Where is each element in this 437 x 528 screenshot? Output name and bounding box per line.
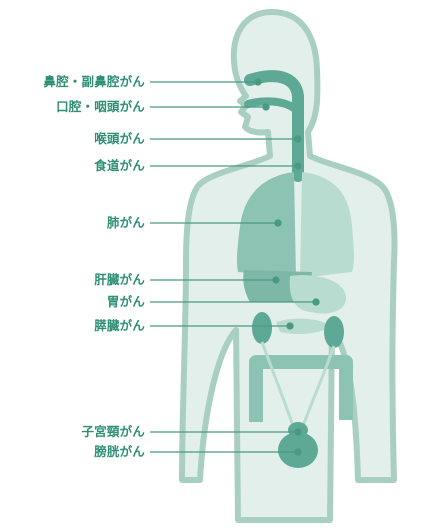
label-larynx: 喉頭がん	[94, 131, 145, 147]
leader-dot-esophagus	[295, 163, 301, 169]
leader-dot-lung	[275, 220, 281, 226]
leader-dot-cervix	[295, 429, 301, 435]
leader-dot-oral	[263, 104, 269, 110]
label-bladder: 膀胱がん	[94, 444, 145, 460]
label-esophagus: 食道がん	[94, 158, 145, 174]
label-lung: 肺がん	[107, 215, 145, 231]
leader-dot-stomach	[313, 299, 319, 305]
label-oral: 口腔・咽頭がん	[56, 99, 145, 115]
label-cervix: 子宮頸がん	[81, 424, 145, 440]
label-nasal: 鼻腔・副鼻腔がん	[43, 74, 145, 90]
leader-dot-liver	[273, 277, 279, 283]
leader-dot-bladder	[295, 449, 301, 455]
label-liver: 肝臓がん	[94, 272, 145, 288]
leader-dot-larynx	[295, 136, 301, 142]
leader-dot-nasal	[255, 79, 261, 85]
label-stomach: 胃がん	[107, 294, 145, 310]
leader-dot-pancreas	[287, 323, 293, 329]
label-pancreas: 膵臓がん	[94, 318, 145, 334]
right-kidney	[324, 316, 344, 348]
left-kidney	[252, 312, 272, 344]
